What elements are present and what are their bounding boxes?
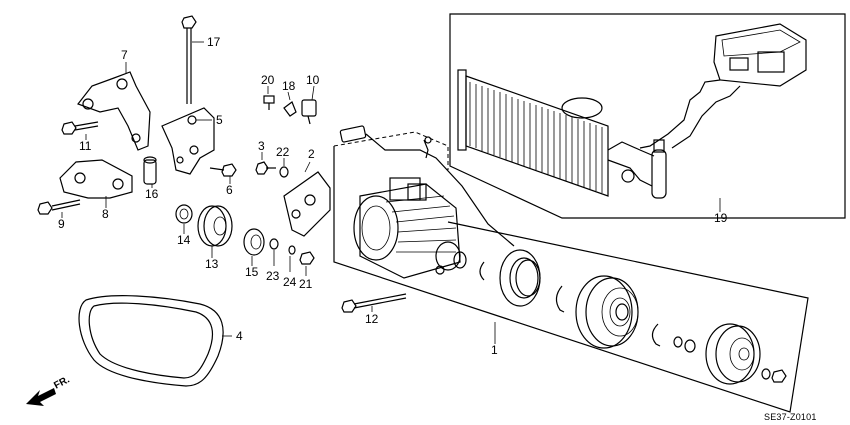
callout-18: 18 xyxy=(282,79,296,93)
callout-8: 8 xyxy=(102,207,109,221)
callout-16: 16 xyxy=(145,187,159,201)
clutch-pulley xyxy=(575,275,639,349)
callout-13: 13 xyxy=(205,257,219,271)
drive-belt-4 xyxy=(78,295,224,387)
callout-labels: 1 2 3 4 5 6 7 8 9 10 11 12 13 14 15 16 1… xyxy=(58,35,728,357)
callout-2: 2 xyxy=(308,147,315,161)
front-direction-arrow: FR. xyxy=(26,374,72,406)
washer-23 xyxy=(269,238,279,250)
compressor-outline xyxy=(333,146,809,413)
condenser xyxy=(457,69,609,197)
callout-22: 22 xyxy=(276,145,290,159)
callout-4: 4 xyxy=(236,329,243,343)
leader-lines xyxy=(61,41,721,344)
bracket-7 xyxy=(77,71,151,151)
relay-10 xyxy=(301,99,317,125)
receiver-drier xyxy=(607,139,667,199)
callout-19: 19 xyxy=(714,211,728,225)
callout-11: 11 xyxy=(79,139,92,153)
callout-24: 24 xyxy=(283,275,297,289)
bolt-12 xyxy=(341,293,407,313)
callout-17: 17 xyxy=(207,35,221,49)
washer xyxy=(761,368,771,380)
armature-plate xyxy=(705,323,761,385)
callout-12: 12 xyxy=(365,312,379,326)
bolt-3 xyxy=(255,161,276,175)
snap-ring-3 xyxy=(651,323,661,347)
compressor-body xyxy=(353,177,467,279)
shim xyxy=(673,336,683,348)
callout-21: 21 xyxy=(299,277,313,291)
cover-plate-2 xyxy=(283,171,331,237)
bolt-20 xyxy=(263,95,275,110)
callout-6: 6 xyxy=(226,183,233,197)
spacer-16 xyxy=(143,156,157,185)
front-label: FR. xyxy=(52,374,72,391)
washer-22 xyxy=(279,166,289,178)
collar-14 xyxy=(175,204,193,224)
snap-ring-2 xyxy=(555,285,565,313)
bolt-6 xyxy=(209,163,237,177)
arrow-icon xyxy=(26,388,56,406)
callout-14: 14 xyxy=(177,233,191,247)
assembly-inset-box xyxy=(449,13,846,219)
callout-23: 23 xyxy=(266,269,280,283)
evaporator-unit xyxy=(639,23,807,149)
bearing-15 xyxy=(243,228,265,256)
callout-15: 15 xyxy=(245,265,259,279)
callout-9: 9 xyxy=(58,217,65,231)
bolt-11 xyxy=(61,121,99,135)
callout-10: 10 xyxy=(306,73,320,87)
callout-20: 20 xyxy=(261,73,275,87)
callout-1: 1 xyxy=(491,343,498,357)
stator-coil xyxy=(499,249,541,307)
bracket-8 xyxy=(59,159,133,199)
clip-18 xyxy=(283,101,297,117)
bolt-9 xyxy=(37,199,81,215)
idler-pulley-13 xyxy=(197,205,233,247)
callout-5: 5 xyxy=(216,113,223,127)
assembly-outline xyxy=(333,131,449,170)
diagram-code: SE37-Z0101 xyxy=(764,412,817,422)
snap-ring xyxy=(479,261,485,281)
callout-7: 7 xyxy=(121,48,128,62)
nut-21 xyxy=(299,251,315,265)
nut xyxy=(771,369,787,383)
long-bolt-17 xyxy=(181,15,197,104)
thermal-sensor xyxy=(339,125,515,247)
washer-24 xyxy=(288,245,296,255)
bracket-5 xyxy=(161,107,215,175)
callout-3: 3 xyxy=(258,139,265,153)
shim-2 xyxy=(684,339,696,353)
